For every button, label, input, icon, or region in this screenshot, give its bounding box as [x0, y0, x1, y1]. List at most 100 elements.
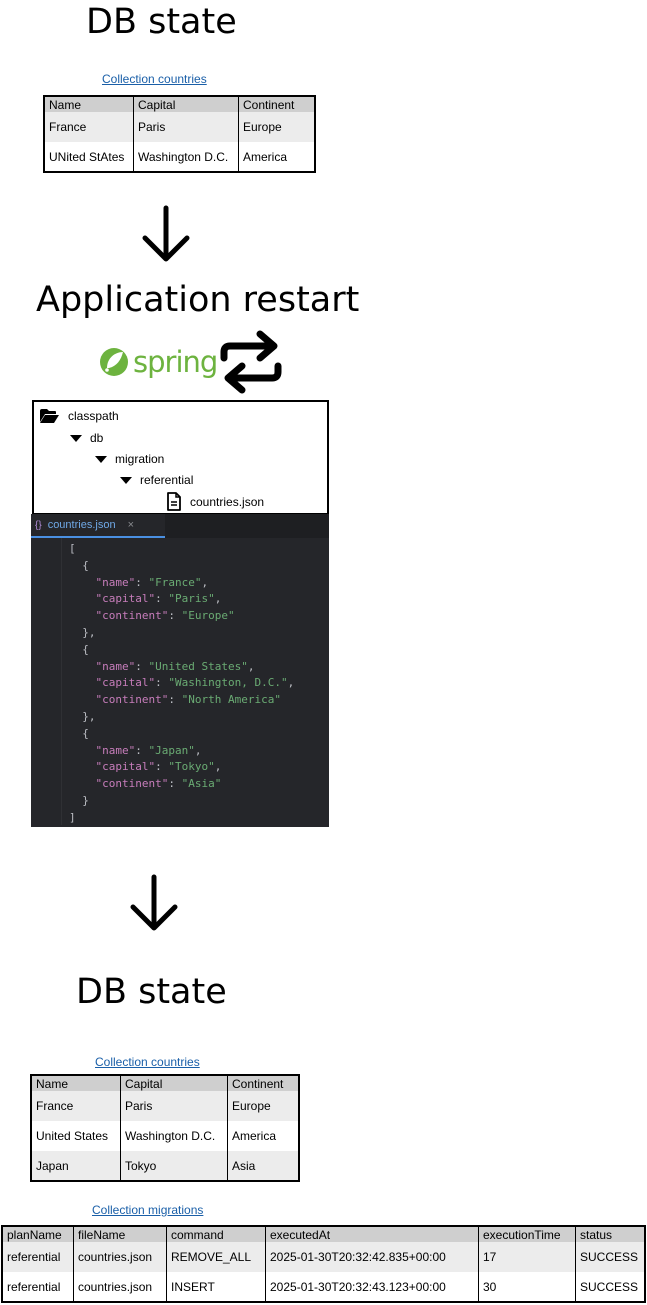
- table-header-row: Name Capital Continent: [43, 96, 316, 112]
- table-header-row: planName fileName command executedAt exe…: [1, 1226, 646, 1242]
- top-db-state-heading: DB state: [86, 2, 237, 42]
- collection-migrations-link[interactable]: Collection migrations: [92, 1203, 204, 1217]
- sync-icon: [220, 330, 282, 394]
- table-cell: UNited StAtes: [43, 142, 134, 172]
- table-cell: Washington D.C.: [133, 142, 239, 172]
- table-row: referential countries.json REMOVE_ALL 20…: [1, 1242, 646, 1272]
- table-cell: Japan: [30, 1151, 121, 1181]
- table-cell: 2025-01-30T20:32:43.123+00:00: [265, 1272, 479, 1302]
- json-editor: {} countries.json × [ { "name": "France"…: [31, 514, 329, 827]
- editor-gutter: [31, 538, 62, 825]
- table-cell: France: [30, 1091, 121, 1121]
- column-header: fileName: [73, 1226, 167, 1242]
- top-collection-countries-link[interactable]: Collection countries: [102, 72, 207, 86]
- column-header: Continent: [227, 1075, 300, 1091]
- tree-item-migration[interactable]: migration: [95, 452, 164, 466]
- table-cell: United States: [30, 1121, 121, 1151]
- column-header: executionTime: [478, 1226, 576, 1242]
- code-line: [: [69, 542, 76, 555]
- spring-leaf-icon: [100, 348, 128, 376]
- code-line: "capital": "Tokyo",: [95, 760, 222, 774]
- caret-down-icon: [120, 476, 132, 484]
- table-cell: Europe: [227, 1091, 300, 1121]
- table-cell: 17: [478, 1242, 576, 1272]
- application-restart-heading: Application restart: [36, 280, 360, 320]
- migrations-table: planName fileName command executedAt exe…: [1, 1225, 646, 1303]
- code-line: },: [69, 710, 96, 723]
- code-line: "capital": "Washington, D.C.",: [95, 676, 295, 690]
- tree-item-label: referential: [140, 473, 194, 487]
- caret-down-icon: [70, 434, 82, 442]
- json-file-icon: {}: [35, 519, 42, 531]
- table-cell: countries.json: [73, 1242, 167, 1272]
- table-cell: referential: [1, 1272, 74, 1302]
- table-header-row: Name Capital Continent: [30, 1075, 300, 1091]
- table-row: Japan Tokyo Asia: [30, 1151, 300, 1181]
- column-header: Continent: [238, 96, 316, 112]
- code-line: "continent": "North America": [95, 693, 281, 707]
- table-row: UNited StAtes Washington D.C. America: [43, 142, 316, 172]
- spring-logo: spring: [99, 344, 218, 380]
- close-icon[interactable]: ×: [127, 519, 134, 531]
- bottom-db-state-heading: DB state: [76, 972, 227, 1012]
- column-header: planName: [1, 1226, 74, 1242]
- table-cell: Washington D.C.: [120, 1121, 228, 1151]
- tab-countries-json[interactable]: {} countries.json ×: [31, 514, 165, 538]
- code-line: "name": "France",: [95, 575, 209, 589]
- tree-item-label: migration: [115, 452, 165, 466]
- tree-item-countries-json[interactable]: countries.json: [166, 492, 264, 511]
- table-cell: REMOVE_ALL: [166, 1242, 266, 1272]
- top-countries-table: Name Capital Continent France Paris Euro…: [43, 95, 316, 173]
- table-cell: Paris: [120, 1091, 228, 1121]
- table-cell: America: [238, 142, 316, 172]
- tree-item-label: countries.json: [190, 494, 265, 509]
- table-row: France Paris Europe: [30, 1091, 300, 1121]
- arrow-down-icon: [142, 205, 190, 262]
- table-cell: SUCCESS: [575, 1242, 646, 1272]
- code-line: "capital": "Paris",: [95, 592, 222, 606]
- table-cell: 30: [478, 1272, 576, 1302]
- arrow-down-icon: [130, 874, 178, 931]
- bottom-collection-countries-link[interactable]: Collection countries: [95, 1055, 200, 1069]
- table-row: France Paris Europe: [43, 112, 316, 142]
- column-header: command: [166, 1226, 266, 1242]
- table-cell: INSERT: [166, 1272, 266, 1302]
- table-row: United States Washington D.C. America: [30, 1121, 300, 1151]
- column-header: Capital: [133, 96, 239, 112]
- code-line: "continent": "Asia": [95, 777, 222, 791]
- column-header: Capital: [120, 1075, 228, 1091]
- tree-item-label: db: [90, 431, 104, 445]
- code-line: {: [69, 726, 89, 740]
- file-icon: [167, 492, 181, 511]
- table-cell: Paris: [133, 112, 239, 142]
- table-cell: 2025-01-30T20:32:42.835+00:00: [265, 1242, 479, 1272]
- classpath-tree: classpath db migration referential count…: [32, 400, 329, 515]
- table-cell: Asia: [227, 1151, 300, 1181]
- code-line: "continent": "Europe": [95, 609, 235, 623]
- column-header: Name: [43, 96, 134, 112]
- table-cell: countries.json: [73, 1272, 167, 1302]
- spring-wordmark: spring: [133, 345, 218, 379]
- code-line: ]: [69, 810, 76, 824]
- code-line: {: [69, 642, 89, 656]
- tree-item-classpath[interactable]: classpath: [39, 408, 119, 424]
- code-line: "name": "Japan",: [95, 743, 202, 757]
- column-header: status: [575, 1226, 646, 1242]
- tree-item-db[interactable]: db: [70, 431, 103, 445]
- table-cell: SUCCESS: [575, 1272, 646, 1302]
- caret-down-icon: [95, 455, 107, 463]
- column-header: executedAt: [265, 1226, 479, 1242]
- tree-item-referential[interactable]: referential: [120, 473, 193, 487]
- table-cell: America: [227, 1121, 300, 1151]
- code-line: },: [69, 626, 96, 639]
- bottom-countries-table: Name Capital Continent France Paris Euro…: [30, 1074, 300, 1182]
- folder-open-icon: [40, 409, 59, 423]
- table-cell: Europe: [238, 112, 316, 142]
- tab-label: countries.json: [47, 519, 116, 531]
- code-line: "name": "United States",: [95, 659, 255, 673]
- code-line: {: [69, 558, 89, 572]
- table-cell: France: [43, 112, 134, 142]
- table-cell: Tokyo: [120, 1151, 228, 1181]
- editor-tab-bar: {} countries.json ×: [31, 514, 329, 538]
- table-cell: referential: [1, 1242, 74, 1272]
